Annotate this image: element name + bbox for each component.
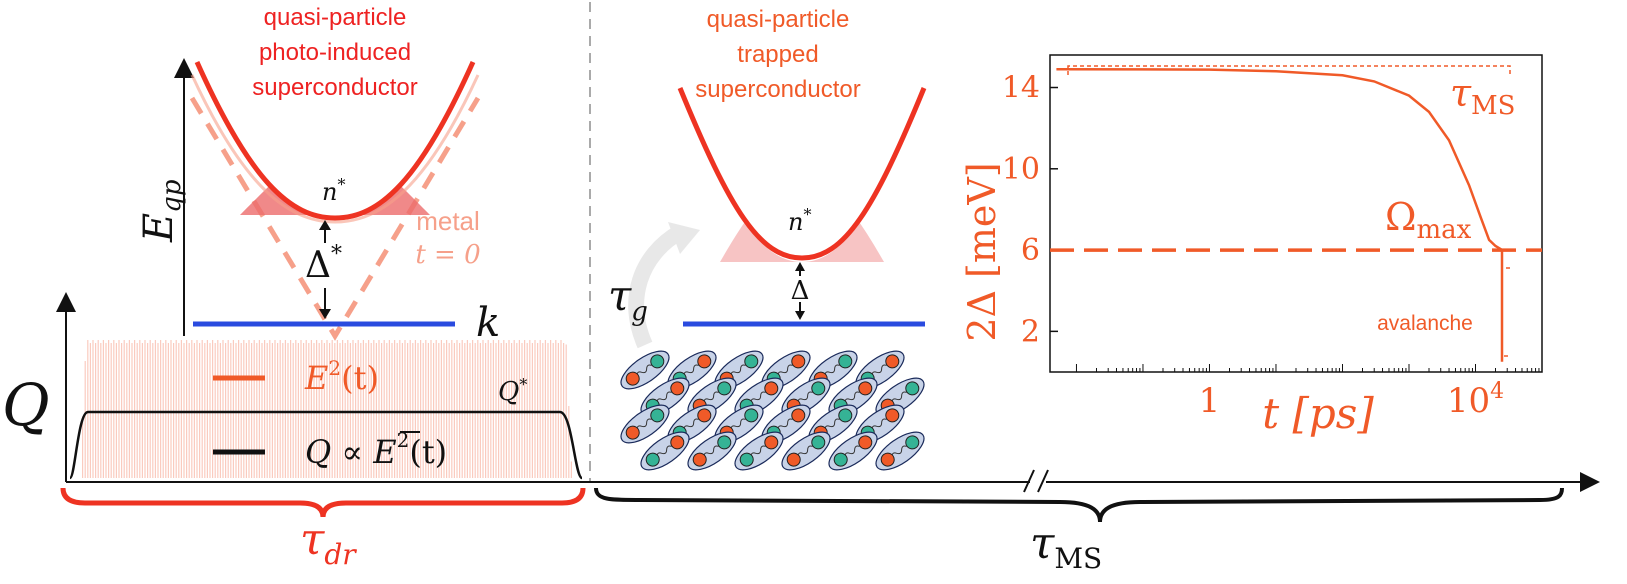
metal-dispersion-line xyxy=(189,96,481,341)
left-energy-axis-label: Eqp xyxy=(136,179,187,243)
tau-g-arrow xyxy=(628,225,685,349)
middle-gap-label: Δ xyxy=(791,276,810,306)
q-star-label: Q* xyxy=(498,375,527,407)
legend-e2-text: E2(t) xyxy=(304,356,379,397)
tau-dr-label: τdr xyxy=(300,514,357,571)
cooper-pair xyxy=(687,431,737,471)
legend-q-text: Q ∝ E2(t) xyxy=(305,428,447,471)
chart-y-axis-label: 2Δ [meV] xyxy=(960,162,1004,341)
y-tick-label: 6 xyxy=(1021,233,1040,268)
time-axis: τMS xyxy=(66,469,1600,575)
chart-x-axis-label: t [ps] xyxy=(1262,389,1374,438)
left-band-diagram: quasi-particle photo-induced superconduc… xyxy=(136,4,500,346)
middle-title-line-1: quasi-particle xyxy=(707,6,850,33)
middle-band-diagram: quasi-particle trapped superconductor n*… xyxy=(608,6,927,471)
avalanche-bracket xyxy=(1501,267,1510,357)
middle-title-line-2: trapped xyxy=(737,41,818,68)
tau-dr-brace xyxy=(60,487,586,518)
y-tick-label: 10 xyxy=(1002,152,1040,187)
gap-decay-chart: 2 6 10 14 1 104 2Δ [meV] t [ps] τMS Ωmax aval… xyxy=(960,54,1543,438)
middle-density-label: n* xyxy=(788,205,811,236)
field-oscillation xyxy=(82,340,572,478)
chart-series xyxy=(1050,67,1542,362)
cooper-pair xyxy=(620,350,670,390)
cooper-pair xyxy=(781,431,831,471)
cooper-pair xyxy=(875,431,925,471)
x-tick-label: 1 xyxy=(1199,381,1221,421)
metal-label: metal xyxy=(416,206,480,236)
gap-decay-line xyxy=(1056,67,1504,362)
tau-g-label: τg xyxy=(608,271,648,327)
drive-panel: Q Q* E2(t) Q ∝ E2(t) τdr xyxy=(2,292,586,571)
y-tick-label: 2 xyxy=(1021,314,1040,349)
left-title-line-1: quasi-particle xyxy=(264,4,407,31)
cooper-pair xyxy=(828,431,878,471)
tau-ms-bracket xyxy=(1067,65,1511,75)
tau-ms-brace xyxy=(594,487,1564,523)
left-k-axis-label: k xyxy=(476,300,500,346)
x-tick-label: 104 xyxy=(1447,379,1504,421)
cooper-pair xyxy=(734,431,784,471)
y-tick-label: 14 xyxy=(1002,71,1040,106)
cooper-pairs xyxy=(620,350,925,471)
metal-time-label: t = 0 xyxy=(415,240,480,270)
left-title-line-3: superconductor xyxy=(252,74,417,101)
left-gap-label: Δ* xyxy=(305,242,342,286)
chart-tau-ms-label: τMS xyxy=(1450,71,1515,121)
avalanche-label: avalanche xyxy=(1377,312,1473,335)
chart-ticks: 2 6 10 14 1 104 xyxy=(1002,71,1540,421)
q-envelope-line xyxy=(68,410,584,480)
left-density-label: n* xyxy=(322,175,345,206)
left-title-line-2: photo-induced xyxy=(259,39,411,66)
superconductor-dispersion xyxy=(194,60,476,221)
middle-title-line-3: superconductor xyxy=(695,76,860,103)
cooper-pair xyxy=(620,404,670,444)
chart-omega-label: Ωmax xyxy=(1385,195,1472,245)
field-oscillation-lines xyxy=(82,340,572,478)
cooper-pair xyxy=(640,431,690,471)
middle-superconductor-dispersion xyxy=(677,87,927,261)
drive-q-label: Q xyxy=(2,371,50,439)
tau-ms-label: τMS xyxy=(1030,518,1102,575)
axis-break-mark xyxy=(1023,469,1035,493)
